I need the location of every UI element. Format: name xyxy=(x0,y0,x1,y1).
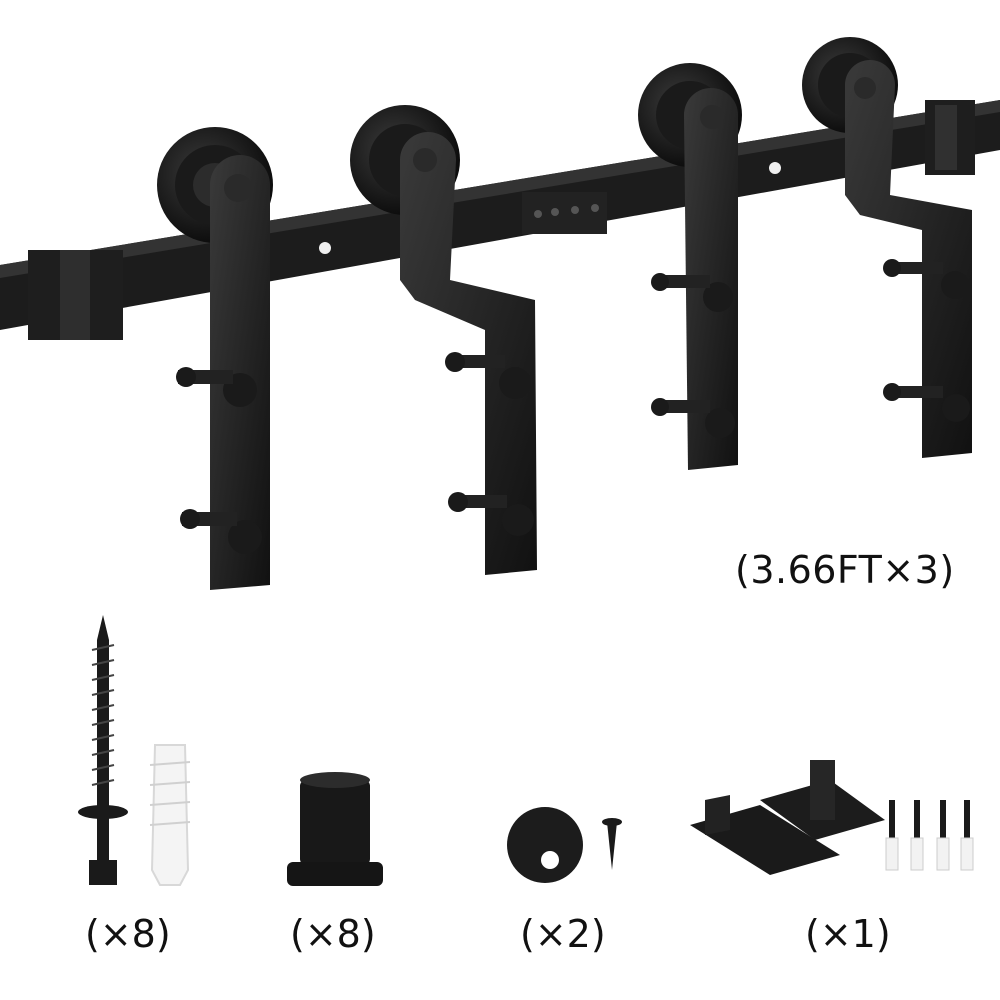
spacers-quantity-label: (×8) xyxy=(290,912,376,956)
floor-guide-quantity-label: (×1) xyxy=(805,912,891,956)
wall-anchor xyxy=(150,744,190,886)
door-stop xyxy=(507,807,583,883)
lag-screw-with-anchor xyxy=(78,615,191,886)
door-stop-with-screw xyxy=(507,807,622,883)
bolt xyxy=(705,408,735,438)
hanger-bent-2 xyxy=(350,105,537,575)
bolt xyxy=(942,394,970,422)
bolt xyxy=(703,282,733,312)
bolt xyxy=(502,504,534,536)
bolt xyxy=(941,271,969,299)
mounting-screws xyxy=(885,800,974,871)
floor-guide-kit xyxy=(690,760,974,875)
door-stop-quantity-label: (×2) xyxy=(520,912,606,956)
bolt xyxy=(499,367,531,399)
spacer-bushing xyxy=(287,772,383,886)
hanger-bent-4 xyxy=(802,37,972,458)
hanger-straight-3 xyxy=(638,63,742,470)
screws-quantity-label: (×8) xyxy=(85,912,171,956)
rail-length-label: (3.66FT×3) xyxy=(735,548,955,592)
hanger-straight-1 xyxy=(157,127,273,590)
bolt xyxy=(228,520,262,554)
